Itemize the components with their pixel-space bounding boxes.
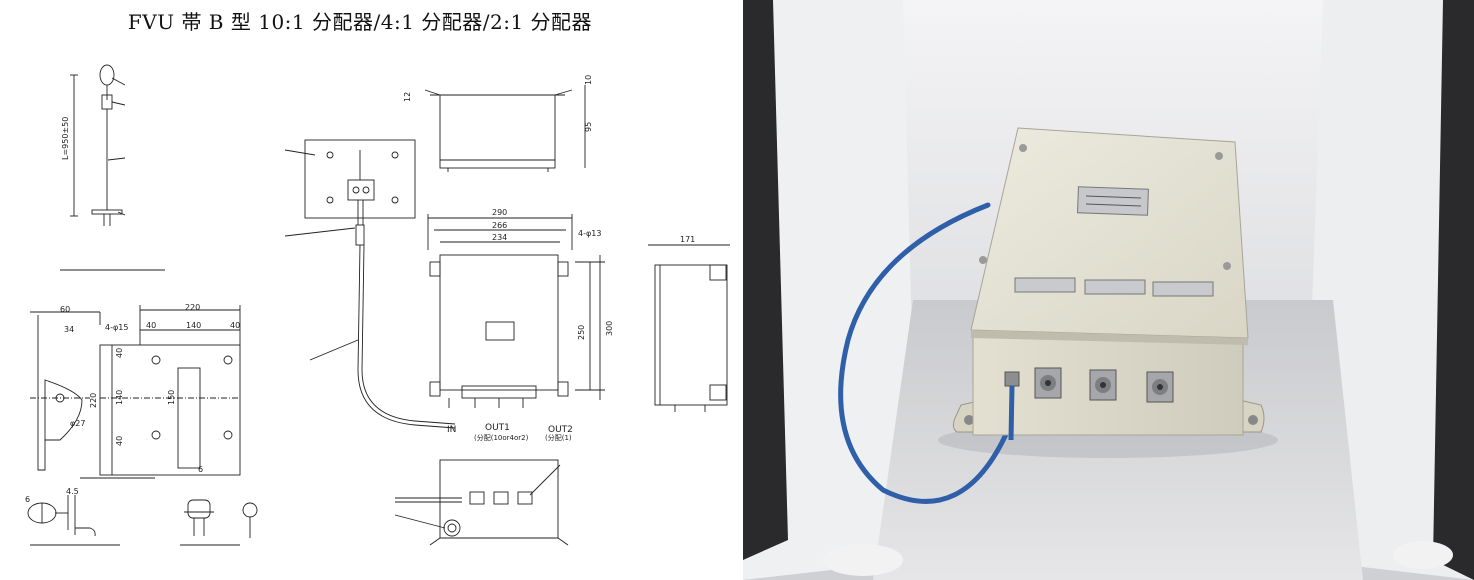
product-photo xyxy=(743,0,1474,580)
pin-a-dim: 6 xyxy=(25,495,30,504)
engineering-drawing: L=950±50 220 60 34 4-φ15 40 140 40 220 4… xyxy=(25,64,730,546)
plate-margin-3-dim: 40 xyxy=(115,348,124,358)
nameplate xyxy=(1077,186,1149,216)
port-in-label: IN xyxy=(447,425,456,435)
box-top-view xyxy=(424,85,586,172)
box-depth-dim: 171 xyxy=(680,235,695,244)
pin-b-dim: 4.5 xyxy=(66,487,79,496)
enclosure-lid xyxy=(970,127,1249,339)
box-h2-dim: 300 xyxy=(605,321,614,336)
plate-width-dim: 220 xyxy=(185,303,200,312)
connector-out3 xyxy=(1146,371,1174,403)
hole-spec-dim: 4-φ15 xyxy=(105,323,128,332)
page-title: FVU 帯 B 型 10:1 分配器/4:1 分配器/2:1 分配器 xyxy=(127,10,593,34)
top-b-dim: 95 xyxy=(584,122,593,132)
slot-dim: 150 xyxy=(167,390,176,405)
fixing-plate-view xyxy=(284,139,456,429)
wire-length-dim: L=950±50 xyxy=(61,117,70,160)
plate-height-dim: 220 xyxy=(89,393,98,408)
pin-detail-view xyxy=(27,495,258,546)
connector-in xyxy=(1004,371,1020,441)
box-h1-dim: 250 xyxy=(577,325,586,340)
box-w1-dim: 290 xyxy=(492,208,507,217)
connector-out2 xyxy=(1089,369,1117,401)
side-b-dim: 34 xyxy=(64,325,74,334)
label-plate-out2 xyxy=(1152,281,1214,297)
box-w2-dim: 266 xyxy=(492,221,507,230)
box-w3-dim: 234 xyxy=(492,233,507,242)
plate-margin-2-dim: 40 xyxy=(230,321,240,330)
side-a-dim: 60 xyxy=(60,305,70,314)
thickness-dim: 6 xyxy=(198,465,203,474)
plate-hole-pitch-y-dim: 140 xyxy=(115,390,124,405)
bracket-detail-view xyxy=(30,305,241,479)
port-out1-sub-label: (分配(10or4or2) xyxy=(474,433,529,442)
box-side-view xyxy=(648,244,730,412)
box-front-view xyxy=(427,214,605,408)
plate-hole-pitch-x-dim: 140 xyxy=(186,321,201,330)
connector-out1 xyxy=(1034,367,1062,399)
box-bottom-view xyxy=(394,459,569,546)
port-out1-label: OUT1 xyxy=(485,423,510,433)
stainless-wire-view xyxy=(60,64,165,271)
plate-margin-4-dim: 40 xyxy=(115,436,124,446)
label-plate-out1 xyxy=(1084,279,1146,295)
port-out2-label: OUT2 xyxy=(548,425,573,435)
plate-margin-1-dim: 40 xyxy=(146,321,156,330)
port-out2-sub-label: (分配(1) xyxy=(545,433,572,442)
top-c-dim: 10 xyxy=(584,75,593,85)
bracket-r-dim: φ27 xyxy=(70,419,85,428)
top-a-dim: 12 xyxy=(403,92,412,102)
mount-hole-dim: 4-φ13 xyxy=(578,229,601,238)
label-plate-in xyxy=(1014,277,1076,293)
